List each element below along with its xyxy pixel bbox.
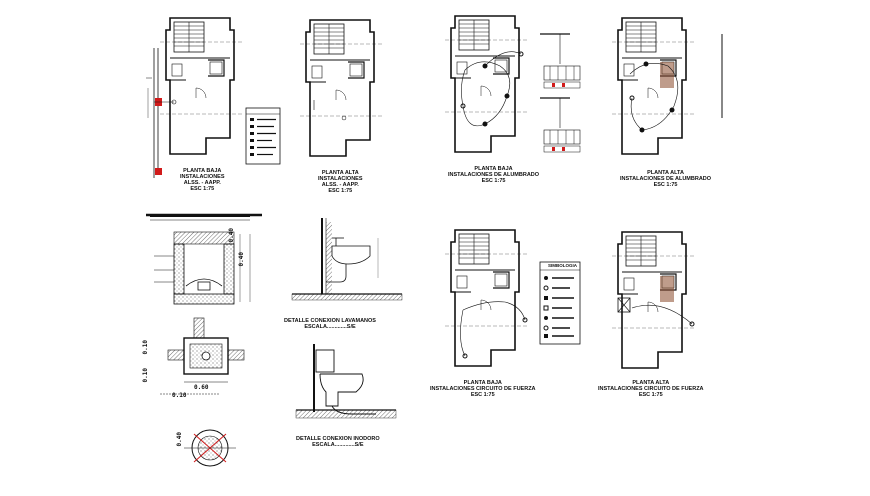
caption-scale: ESCALA.............S/E — [304, 324, 356, 330]
plan-planta-alta-instalaciones — [299, 19, 383, 157]
plan-planta-alta-fuerza — [611, 231, 695, 369]
caption-scale: ESC 1:75 — [470, 392, 495, 398]
caption-title: DETALLE CONEXION INODORO — [296, 436, 380, 442]
detalle-caja-registro — [150, 215, 251, 305]
caption-title: PLANTA ALTA — [632, 380, 670, 386]
caption-planta-baja-fuerza: PLANTA BAJA INSTALACIONES CIRCUITO DE FU… — [430, 380, 536, 398]
caption-subtitle: INSTALACIONES DE ALUMBRADO — [620, 176, 712, 182]
caption-planta-alta-fuerza: PLANTA ALTA INSTALACIONES CIRCUITO DE FU… — [598, 380, 704, 398]
tablero-diagram-1 — [540, 33, 581, 89]
caption-title: PLANTA BAJA — [463, 380, 502, 386]
caption-detalle-inodoro: DETALLE CONEXION INODORO ESCALA.........… — [296, 436, 380, 448]
detalle-conexion-lavamanos — [291, 218, 403, 301]
caption-planta-alta-instalaciones: PLANTA ALTA INSTALACIONES ALSS. - AAPP. … — [318, 170, 363, 194]
plan-planta-baja-instalaciones — [146, 17, 243, 178]
dim-caja-side: 0.40 — [238, 252, 245, 267]
caption-scale: ESC 1:75 — [653, 182, 678, 188]
caption-planta-alta-alumbrado: PLANTA ALTA INSTALACIONES DE ALUMBRADO E… — [620, 170, 711, 188]
plan-planta-baja-alumbrado — [444, 15, 528, 153]
caption-title: DETALLE CONEXION LAVAMANOS — [284, 318, 376, 324]
caption-scale: ESC 1:75 — [190, 186, 215, 192]
caption-title: PLANTA ALTA — [647, 170, 684, 176]
caption-detalle-lavamanos: DETALLE CONEXION LAVAMANOS ESCALA.......… — [284, 318, 376, 330]
detalle-conexion-inodoro — [295, 344, 397, 419]
caption-subtitle: INSTALACIONES CIRCUITO DE FUERZA — [598, 386, 704, 392]
caption-note: ALSS. - AAPP. — [183, 180, 221, 186]
tablero-diagram-2 — [540, 97, 581, 153]
legend-title-simbologia: SIMBOLOGIA — [548, 263, 577, 268]
caption-subtitle: INSTALACIONES DE ALUMBRADO — [448, 172, 540, 178]
dim-cruz-b: 0.10 — [172, 392, 187, 399]
dim-cruz-v2: 0.10 — [142, 368, 149, 383]
dim-cruz-h: 0.60 — [194, 384, 209, 391]
caption-subtitle: INSTALACIONES CIRCUITO DE FUERZA — [430, 386, 536, 392]
caption-scale: ESC 1:75 — [638, 392, 663, 398]
plan-planta-baja-fuerza — [444, 229, 528, 367]
caption-note: ALSS. - AAPP. — [321, 182, 359, 188]
caption-scale: ESCALA.............S/E — [312, 442, 364, 448]
legend-box-simbologia — [539, 261, 581, 345]
caption-scale: ESC 1:75 — [328, 188, 353, 194]
caption-planta-baja-instalaciones: PLANTA BAJA INSTALACIONES ALSS. - AAPP. … — [180, 168, 225, 192]
caption-title: PLANTA ALTA — [321, 170, 359, 176]
caption-scale: ESC 1:75 — [481, 178, 506, 184]
caption-subtitle: INSTALACIONES — [318, 176, 363, 182]
detalle-sumidero — [184, 429, 236, 467]
legend-box-instalaciones — [245, 107, 281, 165]
detalle-caja-planta — [160, 317, 245, 395]
dim-caja-top: 0.40 — [228, 228, 235, 243]
dim-circ: 0.40 — [176, 432, 183, 447]
caption-title: PLANTA BAJA — [183, 168, 222, 174]
dim-cruz-v1: 0.10 — [142, 340, 149, 355]
caption-title: PLANTA BAJA — [474, 166, 513, 172]
caption-planta-baja-alumbrado: PLANTA BAJA INSTALACIONES DE ALUMBRADO E… — [448, 166, 539, 184]
caption-subtitle: INSTALACIONES — [180, 174, 225, 180]
plan-planta-alta-alumbrado — [611, 17, 695, 155]
